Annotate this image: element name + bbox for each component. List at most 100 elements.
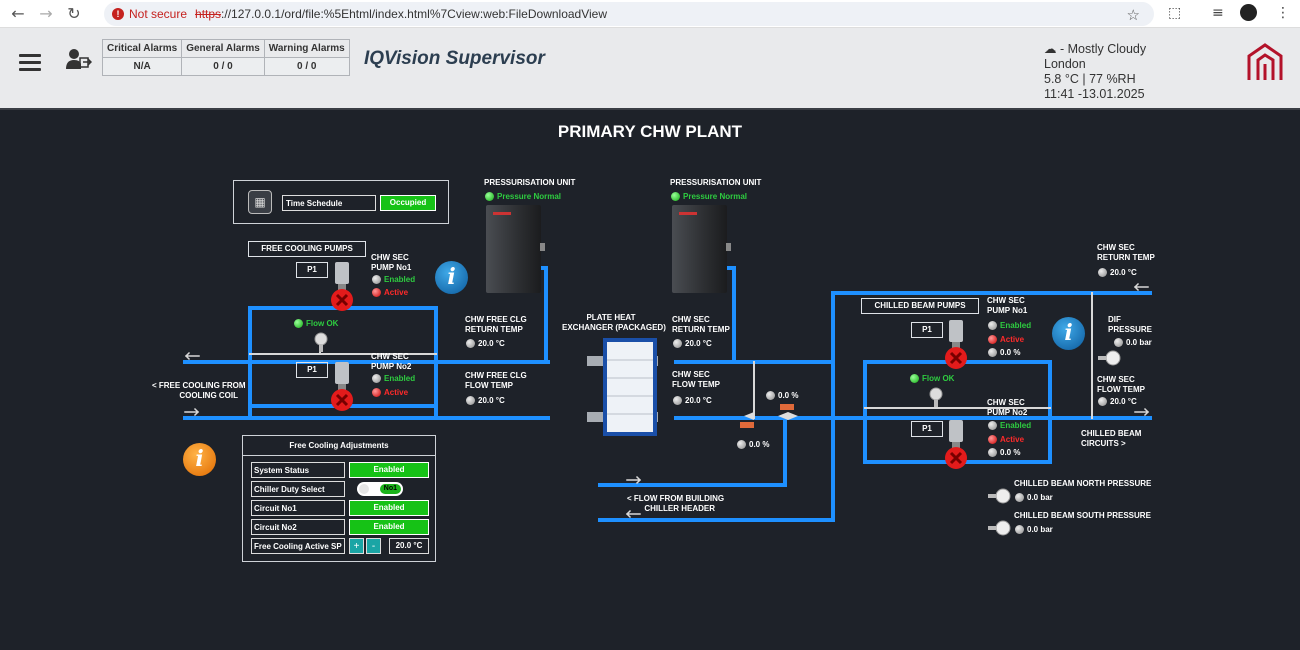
control-valve-1-icon[interactable]: [776, 404, 800, 426]
right-sec-flow-label: CHW SEC FLOW TEMP: [1097, 375, 1145, 394]
user-logout-icon[interactable]: [66, 48, 92, 70]
setpoint-decrease-button[interactable]: -: [366, 538, 381, 554]
sensor-led: [673, 339, 682, 349]
pu2-title: PRESSURISATION UNIT: [670, 178, 762, 187]
profile-avatar[interactable]: [1240, 4, 1257, 21]
critical-alarms-header[interactable]: Critical Alarms: [101, 39, 183, 58]
not-secure-badge[interactable]: !Not secure: [112, 7, 187, 21]
status-led: [372, 374, 381, 384]
sensor-led: [466, 339, 475, 349]
back-icon[interactable]: ←: [11, 4, 25, 23]
south-pressure-gauge-icon: [988, 520, 1011, 536]
plant-title: PRIMARY CHW PLANT: [557, 122, 743, 141]
free-clg-return-value: 20.0 °C: [466, 339, 505, 349]
pressurisation-unit-1[interactable]: [486, 205, 545, 293]
system-status-label: System Status: [251, 462, 345, 478]
circuit1-value[interactable]: Enabled: [349, 500, 429, 516]
sensor-led: [766, 391, 775, 401]
app-title: IQVision Supervisor: [364, 48, 545, 69]
status-led: [372, 275, 381, 285]
circuit2-label: Circuit No2: [251, 519, 345, 535]
app-header: Critical Alarms General Alarms Warning A…: [0, 28, 1300, 110]
chilled-beam-circuits-label: CHILLED BEAM CIRCUITS >: [1081, 429, 1142, 448]
warning-alarms-value: 0 / 0: [263, 57, 350, 76]
pu1-status: Pressure Normal: [485, 192, 561, 202]
fc-pump2-icon[interactable]: [327, 362, 357, 412]
fc-flow-status: Flow OK: [294, 319, 338, 329]
north-pressure-gauge-icon: [988, 488, 1011, 504]
hamburger-menu-icon[interactable]: [19, 54, 41, 75]
setpoint-row: Free Cooling Active SP + - 20.0 °C: [251, 538, 429, 554]
weather-city: London: [1044, 57, 1086, 71]
alarm-summary-table[interactable]: Critical Alarms General Alarms Warning A…: [101, 39, 350, 76]
time-schedule-label[interactable]: Time Schedule: [282, 195, 376, 211]
sensor-led: [1114, 338, 1123, 348]
circuit2-row: Circuit No2 Enabled: [251, 519, 429, 535]
sec-return-temp-value: 20.0 °C: [673, 339, 712, 349]
calendar-icon[interactable]: ▦: [248, 190, 272, 214]
cb-pump1-name: CHW SEC PUMP No1: [987, 296, 1028, 315]
status-led: [671, 192, 680, 202]
weather-datetime: 11:41 -13.01.2025: [1044, 87, 1145, 101]
cb-pump2-active: Active: [988, 435, 1024, 445]
warning-alarms-header[interactable]: Warning Alarms: [263, 39, 350, 58]
reading-list-icon[interactable]: ≡: [1212, 5, 1224, 21]
fc-pump1-enabled: Enabled: [372, 275, 415, 285]
status-led: [988, 421, 997, 431]
sensor-led: [673, 396, 682, 406]
pressurisation-unit-2[interactable]: [672, 205, 731, 293]
sensor-led: [1015, 525, 1024, 535]
weather-condition: - Mostly Cloudy: [1059, 42, 1147, 56]
free-clg-flow-label: CHW FREE CLG FLOW TEMP: [465, 371, 527, 390]
extensions-icon[interactable]: ⬚: [1168, 5, 1182, 21]
sec-flow-temp-value: 20.0 °C: [673, 396, 712, 406]
chiller-duty-row: Chiller Duty Select No1: [251, 481, 429, 497]
cloud-sun-icon: ☁: [1044, 41, 1057, 56]
south-pressure-value: 0.0 bar: [1015, 525, 1053, 535]
setpoint-label: Free Cooling Active SP: [251, 538, 345, 554]
info-icon-right[interactable]: i: [1052, 317, 1085, 350]
time-schedule-panel: ▦ Time Schedule Occupied: [233, 180, 449, 224]
valve2-position: 0.0 %: [737, 440, 769, 450]
bookmark-star-icon[interactable]: ☆: [1126, 6, 1140, 24]
cb-pump2-name: CHW SEC PUMP No2: [987, 398, 1028, 417]
sensor-led: [737, 440, 746, 450]
fc-pump1-active: Active: [372, 288, 408, 298]
cb-pump1-speed: 0.0 %: [988, 348, 1020, 358]
url-text: ://127.0.0.1/ord/file:%5Ehtml/index.html…: [221, 7, 608, 21]
fc-pump2-enabled: Enabled: [372, 374, 415, 384]
weather-readings: 5.8 °C | 77 %RH: [1044, 72, 1136, 86]
plate-heat-exchanger-icon[interactable]: [568, 338, 658, 436]
reload-icon[interactable]: ↻: [67, 4, 81, 23]
fc-flow-switch-icon: [314, 332, 328, 352]
info-icon-orange[interactable]: i: [183, 443, 216, 476]
free-cooling-pumps-title: FREE COOLING PUMPS: [248, 241, 366, 257]
south-pressure-label: CHILLED BEAM SOUTH PRESSURE: [1014, 511, 1151, 520]
heat-exchanger-label: PLATE HEAT EXCHANGER (PACKAGED): [562, 313, 666, 332]
fc-pump1-icon[interactable]: [327, 262, 357, 312]
cb-pump2-tag: P1: [911, 421, 943, 437]
circuit1-label: Circuit No1: [251, 500, 345, 516]
chiller-duty-toggle[interactable]: No1: [357, 482, 403, 496]
address-bar[interactable]: !Not secure https://127.0.0.1/ord/file:%…: [104, 2, 1154, 26]
free-clg-flow-value: 20.0 °C: [466, 396, 505, 406]
system-status-value[interactable]: Enabled: [349, 462, 429, 478]
fc-pump2-name: CHW SEC PUMP No2: [371, 352, 412, 371]
chiller-duty-label: Chiller Duty Select: [251, 481, 345, 497]
cb-pump2-icon[interactable]: [941, 420, 971, 470]
browser-menu-icon[interactable]: ⋮: [1276, 5, 1290, 21]
sensor-led: [466, 396, 475, 406]
circuit2-value[interactable]: Enabled: [349, 519, 429, 535]
status-led: [988, 435, 997, 445]
control-valve-2-icon[interactable]: [740, 412, 764, 434]
forward-icon[interactable]: →: [39, 4, 53, 23]
status-led: [988, 335, 997, 345]
critical-alarms-value: N/A: [101, 57, 183, 76]
cb-pump1-icon[interactable]: [941, 320, 971, 370]
general-alarms-header[interactable]: General Alarms: [181, 39, 265, 58]
info-icon-left[interactable]: i: [435, 261, 468, 294]
sensor-led: [1015, 493, 1024, 503]
sec-return-temp-label: CHW SEC RETURN TEMP: [672, 315, 730, 334]
setpoint-increase-button[interactable]: +: [349, 538, 364, 554]
pu2-status: Pressure Normal: [671, 192, 747, 202]
